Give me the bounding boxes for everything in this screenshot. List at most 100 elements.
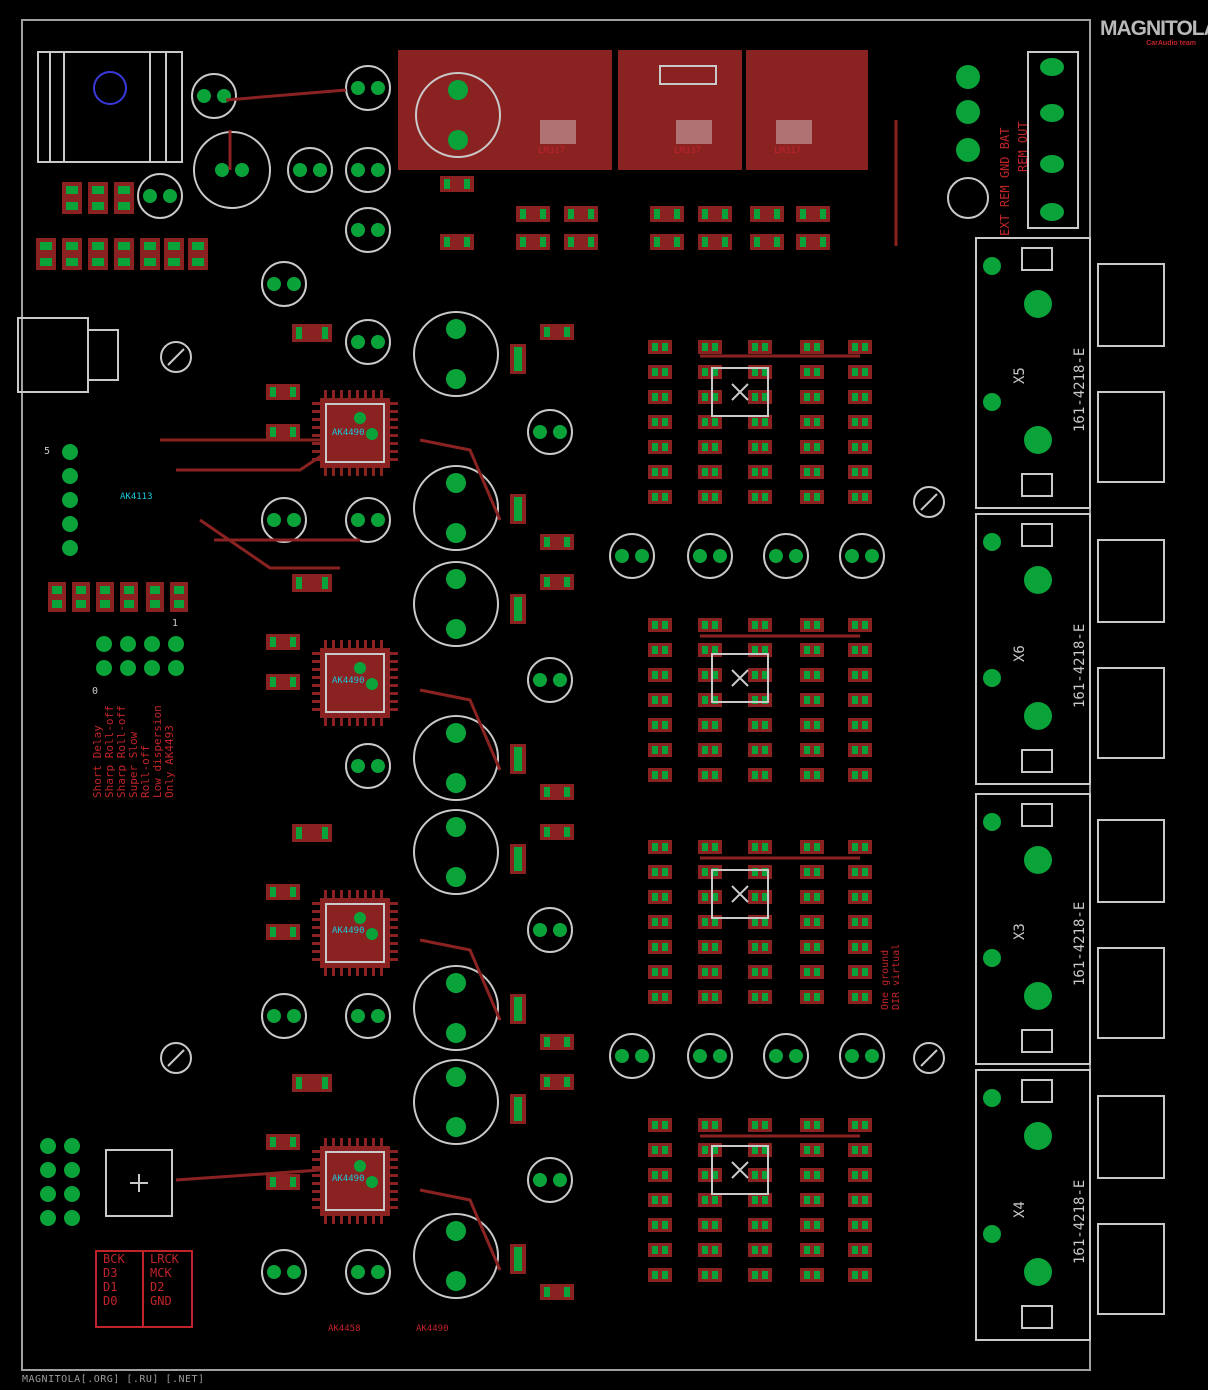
smd-pad-land [290, 387, 296, 397]
logo-text: MAGNITOLA [1100, 17, 1208, 40]
smd-pad-land [752, 843, 758, 851]
smd-pad [748, 618, 772, 632]
ic-pin [364, 1216, 367, 1224]
smd-pad [800, 365, 824, 379]
ic-pin [348, 968, 351, 976]
smd-pad [800, 743, 824, 757]
opamp-mark [731, 1161, 749, 1179]
smd-pad-land [270, 677, 276, 687]
ic-pin [312, 434, 320, 437]
header-pin [40, 1210, 56, 1226]
rca-pad [983, 669, 1001, 687]
via [366, 428, 378, 440]
ic-pin [372, 890, 375, 898]
power-copper-blocks [398, 50, 868, 170]
smd-pad [848, 365, 872, 379]
smd-pad-land [124, 600, 134, 608]
smd-pad-land [702, 1221, 708, 1229]
smd-pad-land [862, 696, 868, 704]
ic-pin [312, 402, 320, 405]
pin-label: D3 [103, 1266, 118, 1280]
ic-pin [390, 1190, 398, 1193]
capacitor-pad [635, 1049, 649, 1063]
ic-pin [312, 950, 320, 953]
smd-pad-land [702, 843, 708, 851]
capacitor-pad [446, 523, 466, 543]
smd-pad-land [662, 843, 668, 851]
smd-pad-land [752, 746, 758, 754]
pin-label: GND [150, 1294, 172, 1308]
via [354, 662, 366, 674]
smd-pad-land [814, 1121, 820, 1129]
smd-pad-land [862, 1246, 868, 1254]
rca-tab [1021, 749, 1053, 773]
ic-pin [348, 718, 351, 726]
smd-pad [698, 990, 722, 1004]
smd-pad-land [662, 918, 668, 926]
smd-pad-land [862, 993, 868, 1001]
capacitor-pad [693, 1049, 707, 1063]
smd-pad [748, 1268, 772, 1282]
ic-pin [312, 934, 320, 937]
smd-pad-land [702, 1146, 708, 1154]
smd-pad-land [662, 468, 668, 476]
smd-pad-land [762, 893, 768, 901]
header-pin [40, 1138, 56, 1154]
smd-pad-land [652, 943, 658, 951]
ic-pin [312, 684, 320, 687]
smd-pad-land [544, 577, 550, 587]
capacitor-outline [527, 907, 573, 953]
dsp-ic-outline [325, 903, 385, 963]
smd-pad-land [752, 443, 758, 451]
smd-pad-land [662, 993, 668, 1001]
smd-pad-land [516, 747, 522, 771]
smd-pad [800, 1243, 824, 1257]
smd-pad-land [752, 368, 758, 376]
smd-pad-land [702, 468, 708, 476]
smd-pad [800, 890, 824, 904]
smd-pad [648, 865, 672, 879]
smd-pad-land [712, 1271, 718, 1279]
rca-tab [1021, 1029, 1053, 1053]
smd-pad-land [862, 343, 868, 351]
smd-pad [648, 693, 672, 707]
smd-pad-land [662, 721, 668, 729]
smd-pad-land [662, 1171, 668, 1179]
connector-ref-label: X6 [1012, 645, 1028, 662]
smd-pad-land [752, 721, 758, 729]
smd-pad-land [174, 586, 184, 594]
capacitor-pad [533, 1173, 547, 1187]
smd-pad [748, 840, 772, 854]
smd-pad-land [804, 1121, 810, 1129]
capacitor-pad [287, 1009, 301, 1023]
rca-connector-group [975, 237, 1165, 1341]
ic-pin [332, 1216, 335, 1224]
smd-pad-land [290, 637, 296, 647]
smd-pad [848, 693, 872, 707]
ic-pin [380, 1216, 383, 1224]
smd-pad-land [762, 771, 768, 779]
rca-pad [983, 813, 1001, 831]
copper-trace [175, 1168, 321, 1182]
smd-pad-land [712, 443, 718, 451]
smd-pad-land [564, 1037, 570, 1047]
smd-pad [648, 415, 672, 429]
smd-pad-land [862, 493, 868, 501]
smd-pad [848, 718, 872, 732]
header-pin [64, 1138, 80, 1154]
ic-pin [324, 640, 327, 648]
smd-pad-land [702, 918, 708, 926]
smd-pad [648, 643, 672, 657]
ic-pin [390, 1182, 398, 1185]
opamp-blocks [711, 367, 769, 1195]
copper-trace [419, 688, 502, 771]
label-ext: EXT [998, 214, 1012, 236]
capacitor-pad [789, 1049, 803, 1063]
smd-pad [698, 718, 722, 732]
ic-pin [332, 640, 335, 648]
smd-pad-land [862, 621, 868, 629]
smd-pad-land [564, 787, 570, 797]
smd-pad-land [804, 1171, 810, 1179]
ic-pin [380, 718, 383, 726]
capacitor-pad [371, 223, 385, 237]
